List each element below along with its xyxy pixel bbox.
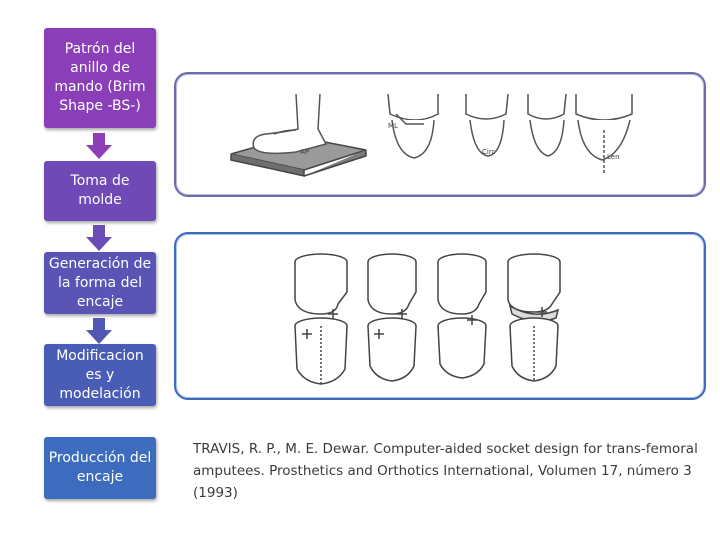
citation-text: TRAVIS, R. P., M. E. Dewar. Computer-aid… bbox=[193, 441, 698, 501]
label-len: Len bbox=[607, 153, 620, 161]
down-arrow-icon bbox=[86, 225, 112, 251]
step-produccion-encaje-label: Producción del encaje bbox=[48, 450, 152, 485]
step-toma-de-molde: Toma de molde bbox=[44, 161, 156, 221]
step-modificaciones-label: Modificacion es y modelación bbox=[56, 347, 144, 402]
step-generacion-encaje-label: Generación de la forma del encaje bbox=[48, 255, 152, 310]
step-modificaciones: Modificacion es y modelación bbox=[44, 344, 156, 406]
step-toma-de-molde-label: Toma de molde bbox=[70, 173, 130, 208]
brim-measurement-panel: AP ML Circ Len bbox=[174, 72, 706, 197]
label-ap: AP bbox=[300, 148, 309, 156]
down-arrow-icon bbox=[86, 133, 112, 159]
step-brim-shape-label: Patrón del anillo de mando (Brim Shape -… bbox=[54, 41, 146, 114]
brim-measurement-figure: AP ML Circ Len bbox=[230, 93, 633, 177]
socket-shapes-panel bbox=[174, 232, 706, 400]
down-arrow-icon bbox=[86, 318, 112, 344]
step-brim-shape: Patrón del anillo de mando (Brim Shape -… bbox=[44, 28, 156, 128]
label-circ: Circ bbox=[482, 148, 496, 156]
socket-shapes-figure bbox=[294, 253, 561, 385]
step-produccion-encaje: Producción del encaje bbox=[44, 437, 156, 499]
label-ml: ML bbox=[388, 122, 398, 130]
step-generacion-encaje: Generación de la forma del encaje bbox=[44, 252, 156, 314]
